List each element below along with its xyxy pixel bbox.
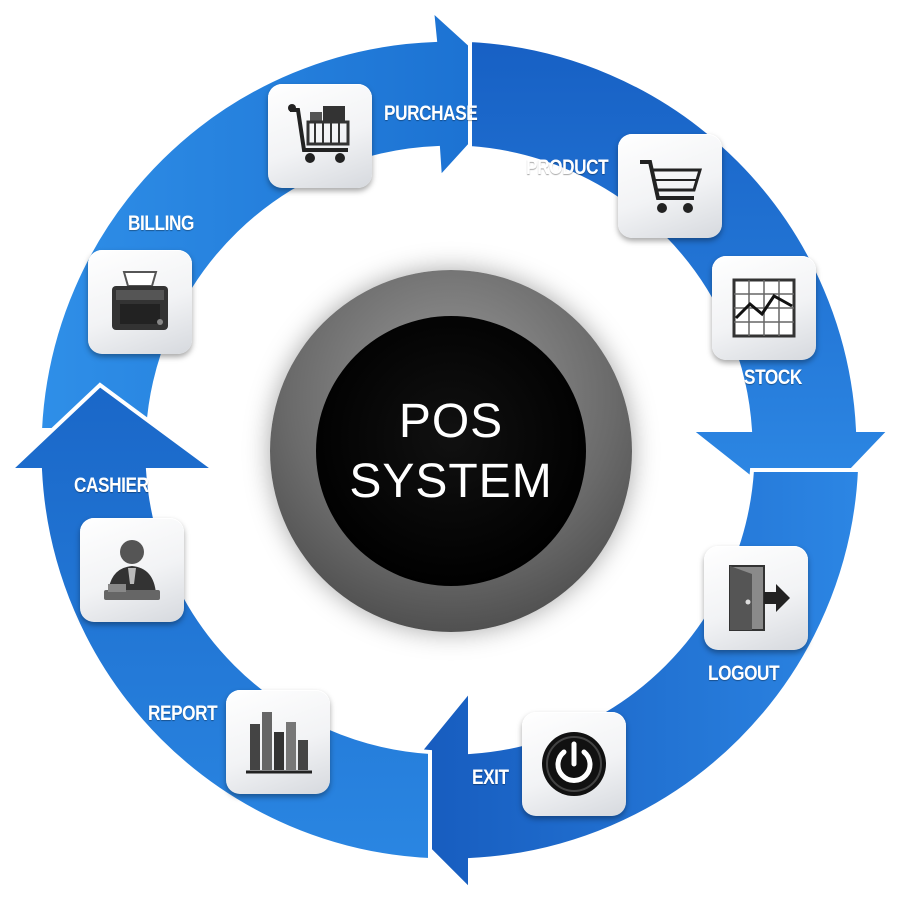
purchase-tile[interactable] (268, 84, 372, 188)
product-tile[interactable] (618, 134, 722, 238)
door-exit-icon (729, 565, 790, 631)
report-tile[interactable] (226, 690, 330, 794)
cashier-label: CASHIER (74, 474, 149, 497)
hub-title-line-2: SYSTEM (349, 455, 553, 508)
exit-tile[interactable] (522, 712, 626, 816)
logout-label: LOGOUT (708, 662, 780, 685)
arrow-segment-right (468, 37, 895, 523)
person-cashier-icon (104, 540, 160, 600)
shopping-cart-icon (640, 160, 703, 213)
purchase-label: PURCHASE (384, 102, 478, 125)
billing-tile[interactable] (88, 250, 192, 354)
stock-label: STOCK (744, 366, 802, 389)
hub-title-line-1: POS (398, 395, 504, 448)
pos-system-hub: POS SYSTEM (270, 270, 632, 632)
product-label: PRODUCT (526, 156, 609, 179)
exit-label: EXIT (472, 766, 509, 789)
stock-tile[interactable] (712, 256, 816, 360)
receipt-printer-icon (112, 271, 168, 330)
hub-core: POS SYSTEM (316, 316, 586, 586)
power-icon (542, 732, 606, 796)
report-label: REPORT (148, 702, 218, 725)
stock-chart-icon (732, 278, 796, 338)
billing-label: BILLING (128, 212, 195, 235)
bar-chart-icon (246, 712, 312, 774)
shopping-cart-loaded-icon (288, 104, 350, 163)
cashier-tile[interactable] (80, 518, 184, 622)
logout-tile[interactable] (704, 546, 808, 650)
